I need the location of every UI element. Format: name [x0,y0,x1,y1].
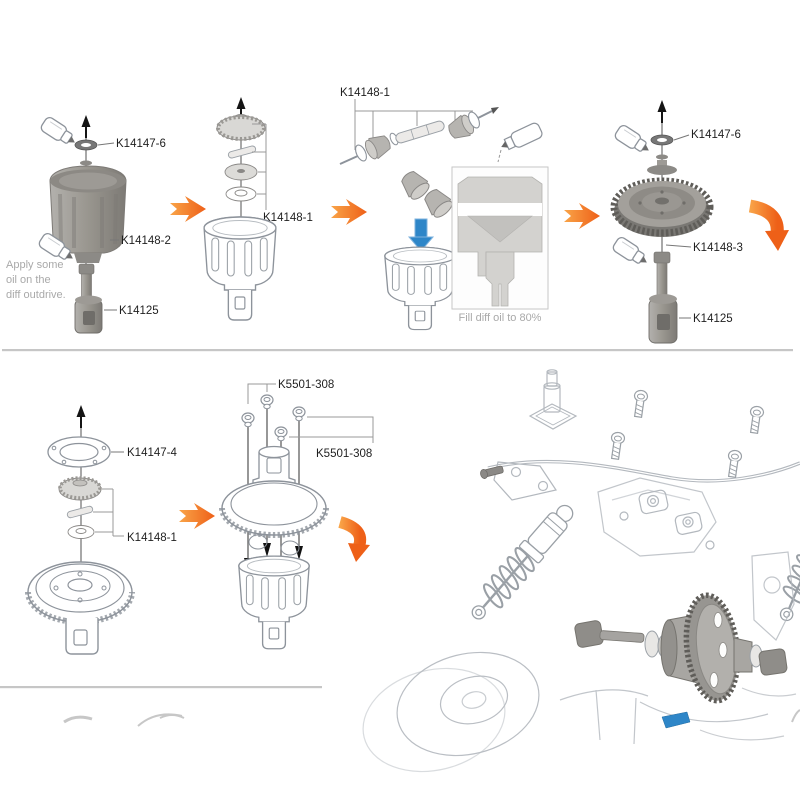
highlighted-mount-part [661,711,691,729]
part-label-spur-gear: K14148-3 [693,242,743,254]
diff-case-outline [384,246,456,331]
up-arrow-icon [80,114,92,139]
diff-mounts [619,489,715,550]
outdrive-shaded [648,251,678,344]
diff-case-outline [238,555,310,650]
body-post [528,369,578,430]
chassis-installation-illustration [362,369,800,773]
screw-icon [608,431,626,461]
next-step-arrow-icon [331,199,367,225]
next-step-arrow-icon [564,203,600,229]
next-step-arrow-icon [170,196,206,222]
screw-icon [241,412,255,428]
step-6-screws: K5501-308 K5501-308 [219,379,374,650]
part-label-outdrive: K14125 [693,313,733,325]
gasket [47,436,111,468]
svg-text:oil on the: oil on the [6,274,51,286]
bracket [252,123,267,210]
steering-bellcrank [480,461,557,501]
screw-icon [274,426,288,442]
part-label-outdrive: K14125 [119,305,159,317]
part-label-internals: K14148-1 [127,532,177,544]
part-label-internals: K14148-1 [263,212,313,224]
wheel [362,651,540,773]
oil-fill-inset: Fill diff oil to 80% [451,122,549,324]
diff-case-shaded [49,165,127,263]
up-arrow-icon [656,99,668,124]
oil-bottle-icon [612,123,654,158]
screw-icon [747,405,765,435]
step-4-spur-gear: K14147-6 K14148-3 K14125 [610,99,743,344]
note-apply-oil: Apply some [6,259,63,271]
next-section-fragments [63,709,800,727]
diff-pulley-outline [25,561,135,655]
insert-arrow-icon [407,218,435,252]
part-label-screws: K5501-308 [316,448,372,460]
diff-pulley-assembly [219,445,329,556]
spider-gear [362,130,395,162]
screw-icon [292,406,306,422]
oil-bottle-icon [610,235,652,270]
next-row-arrow-icon [748,199,789,251]
part-label-internals: K14148-1 [340,87,390,99]
bracket [93,488,124,537]
part-label-case: K14148-2 [121,235,171,247]
section-divider [2,349,793,352]
bracket [247,383,374,443]
step-2-internals: K14148-1 [203,96,313,321]
outdrive-shaded [74,263,103,334]
svg-text:diff outdrive.: diff outdrive. [6,289,66,301]
diff-case-outline [203,216,277,321]
screw-icon [725,449,743,479]
next-step-arrow-icon [179,503,215,529]
next-row-arrow-icon [338,516,370,562]
shock-absorber [770,486,800,627]
screw-icon [260,394,274,410]
caption-fill-oil: Fill diff oil to 80% [459,312,542,324]
shock-absorber [462,496,583,629]
bevel-gear [58,476,102,501]
step-5-gasket-gear: K14147-4 K14148-1 [25,404,177,655]
part-label-oring: K14147-6 [116,138,166,150]
spur-gear-shaded [610,177,714,237]
part-label-screws: K5501-308 [278,379,334,391]
part-label-gasket: K14147-4 [127,447,177,459]
step-3-spider-gears: K14148-1 Fill diff oil to 80% [339,87,549,331]
part-label-oring: K14147-6 [691,129,741,141]
step-1-oil-outdrive: K14147-6 K14148-2 Apply some oil on the … [6,114,171,334]
screw-icon [631,389,649,419]
up-arrow-icon [75,404,87,429]
section-divider [0,686,322,689]
assembled-diff [574,592,788,729]
oil-bottle-icon [38,115,80,150]
oil-tube-icon [501,122,543,151]
bracket [354,99,473,150]
